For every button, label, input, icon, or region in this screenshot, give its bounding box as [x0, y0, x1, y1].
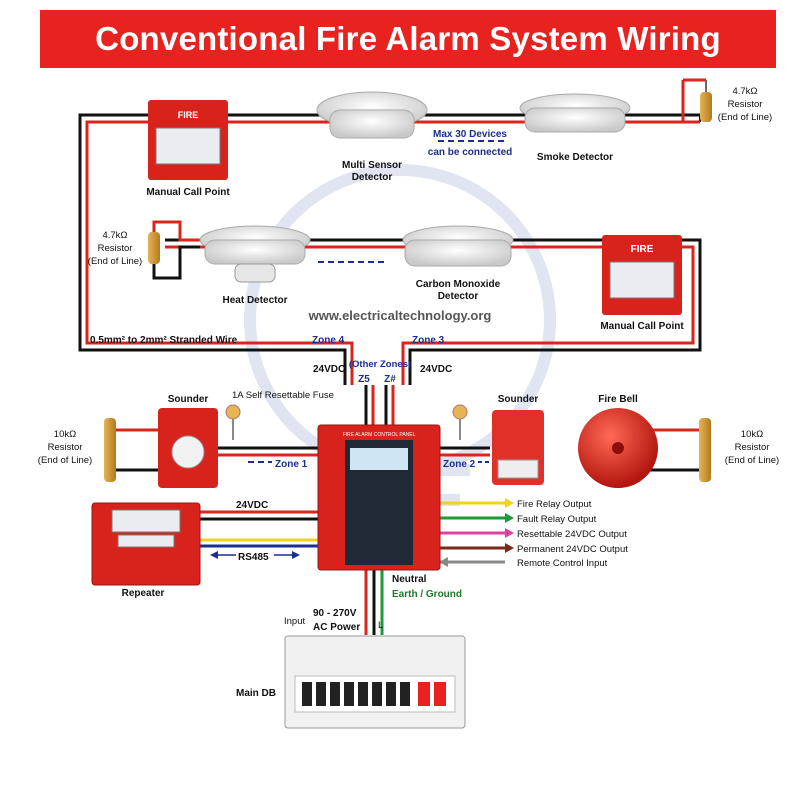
fuse-icon	[452, 404, 468, 440]
resistor-icon	[699, 418, 711, 482]
label-out-fault-relay: Fault Relay Output	[517, 514, 597, 525]
label-out-permanent: Permanent 24VDC Output	[517, 544, 628, 555]
label-zone2: Zone 2	[443, 459, 476, 470]
power-wires	[364, 570, 384, 635]
label-wire-spec: 0.5mm² to 2mm² Stranded Wire	[90, 335, 238, 346]
label-co-1: Carbon Monoxide	[416, 279, 501, 290]
label-res-r-3: (End of Line)	[725, 455, 779, 466]
label-smoke-detector: Smoke Detector	[537, 152, 613, 163]
label-manual-call-point-top: Manual Call Point	[146, 187, 230, 198]
label-zone3: Zone 3	[412, 335, 445, 346]
repeater-wires	[200, 510, 318, 548]
label-res-r-2: Resistor	[735, 442, 770, 453]
label-vdc-repeater: 24VDC	[236, 500, 268, 511]
label-earth: Earth / Ground	[392, 589, 462, 600]
mcp-device-label: FIRE	[631, 244, 654, 255]
smoke-detector-icon[interactable]	[519, 93, 631, 133]
label-heat-detector: Heat Detector	[222, 295, 287, 306]
label-out-resettable: Resettable 24VDC Output	[517, 529, 627, 540]
label-max-devices-2: can be connected	[428, 147, 512, 158]
manual-call-point-icon[interactable]: FIRE	[602, 235, 682, 315]
sounder-icon[interactable]	[158, 408, 218, 488]
label-zone4: Zone 4	[312, 335, 345, 346]
label-z5: Z5	[358, 374, 370, 385]
label-repeater: Repeater	[122, 588, 165, 599]
label-fire-bell: Fire Bell	[598, 394, 638, 405]
label-out-fire-relay: Fire Relay Output	[517, 499, 592, 510]
label-manual-call-point-right: Manual Call Point	[600, 321, 684, 332]
label-zone1: Zone 1	[275, 459, 308, 470]
label-res-r-1: 10kΩ	[741, 429, 763, 440]
label-ac-power-1: 90 - 270V	[313, 608, 357, 619]
label-out-remote: Remote Control Input	[517, 558, 608, 569]
label-neutral: Neutral	[392, 574, 427, 585]
label-vdc-left: 24VDC	[313, 364, 345, 375]
heat-detector-icon[interactable]	[199, 225, 311, 283]
label-res-ml-2: Resistor	[98, 243, 133, 254]
label-zn: Z#	[384, 374, 396, 385]
panel-header-label: FIRE ALARM CONTROL PANEL	[343, 432, 416, 438]
resistor-icon	[104, 418, 116, 482]
fire-bell-icon[interactable]	[578, 408, 658, 488]
control-panel-icon[interactable]: FIRE ALARM CONTROL PANEL	[317, 424, 441, 571]
label-max-devices-1: Max 30 Devices	[433, 129, 507, 140]
label-res-l-3: (End of Line)	[38, 455, 92, 466]
label-res-l-1: 10kΩ	[54, 429, 76, 440]
label-main-db: Main DB	[236, 688, 276, 699]
sounder-icon[interactable]	[492, 410, 544, 485]
label-multi-sensor-2: Detector	[352, 172, 393, 183]
label-rs485: RS485	[238, 552, 269, 563]
zone3-loop	[165, 238, 702, 385]
label-res-l-2: Resistor	[48, 442, 83, 453]
label-res-tr-2: Resistor	[728, 99, 763, 110]
manual-call-point-icon[interactable]: FIRE	[148, 100, 228, 180]
carbon-monoxide-detector-icon[interactable]	[402, 225, 514, 267]
resistor-icon	[681, 78, 712, 124]
label-sounder-left: Sounder	[168, 394, 209, 405]
label-input: Input	[284, 616, 305, 627]
diagram-title: Conventional Fire Alarm System Wiring	[95, 20, 721, 57]
resistor-icon	[148, 220, 200, 280]
zone4-loop	[78, 113, 700, 385]
label-res-ml-1: 4.7kΩ	[102, 230, 127, 241]
output-wires	[439, 498, 514, 567]
label-sounder-right: Sounder	[498, 394, 539, 405]
label-res-tr-3: (End of Line)	[718, 112, 772, 123]
label-co-2: Detector	[438, 291, 479, 302]
mcp-device-label: FIRE	[178, 110, 199, 120]
label-other-zones: (Other Zones)	[349, 359, 411, 370]
fuse-icon	[225, 404, 241, 440]
label-res-tr-1: 4.7kΩ	[732, 86, 757, 97]
label-res-ml-3: (End of Line)	[88, 256, 142, 267]
watermark-text: www.electricaltechnology.org	[308, 308, 492, 323]
repeater-panel-icon[interactable]	[91, 502, 201, 586]
label-vdc-right: 24VDC	[420, 364, 452, 375]
other-zone-wires	[364, 385, 395, 425]
label-fuse: 1A Self Resettable Fuse	[232, 390, 334, 401]
multi-sensor-detector-icon[interactable]	[316, 91, 428, 139]
label-multi-sensor-1: Multi Sensor	[342, 160, 402, 171]
label-line: L	[378, 620, 383, 631]
distribution-board-icon[interactable]	[284, 635, 466, 729]
label-ac-power-2: AC Power	[313, 622, 360, 633]
title-banner: Conventional Fire Alarm System Wiring	[40, 10, 776, 68]
